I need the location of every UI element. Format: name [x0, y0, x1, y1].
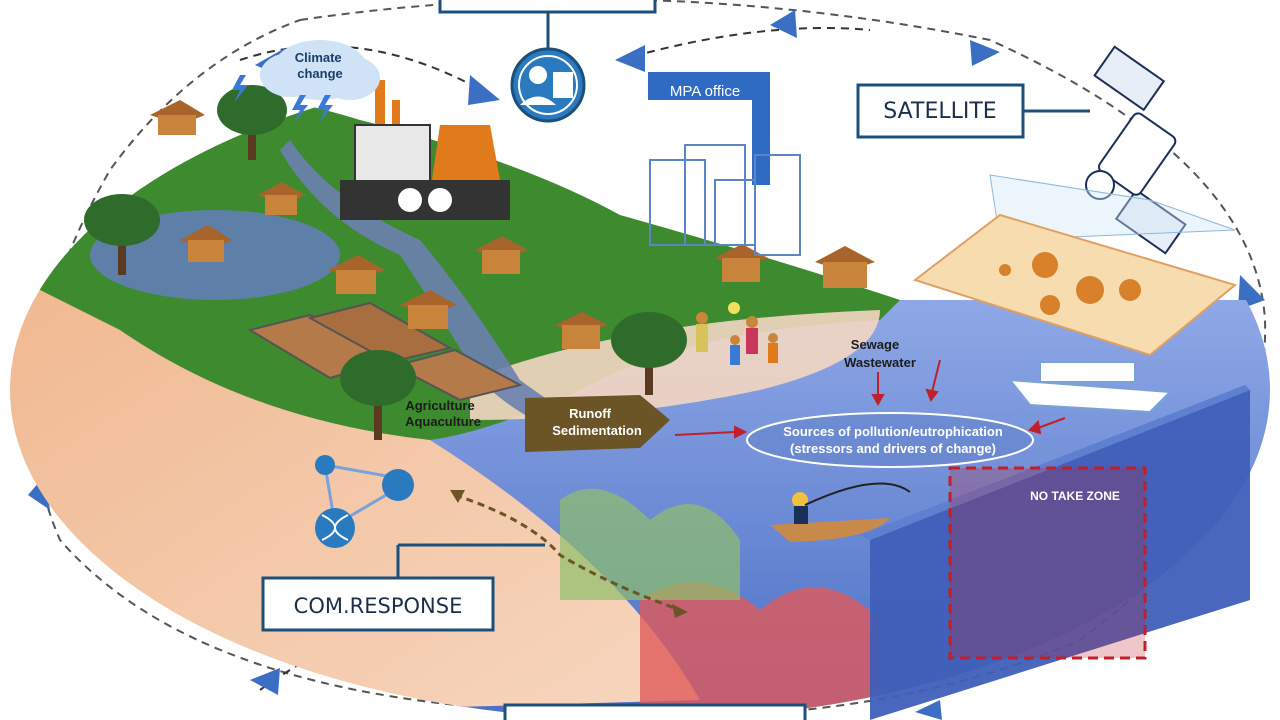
manager-icon [510, 0, 586, 123]
agriculture-label: Agriculture [405, 398, 474, 413]
runoff-label: Runoff [569, 406, 612, 421]
pollution-sources-callout: Sources of pollution/eutrophication (str… [746, 412, 1034, 468]
no-take-zone-label: NO TAKE ZONE [1030, 489, 1120, 503]
pollution-label-line1: Sources of pollution/eutrophication [783, 424, 1003, 439]
cloud-lightning-icon: Climate change [232, 40, 380, 123]
loop-arrow-1 [468, 75, 500, 105]
satellite-label-box: SATELLITE [856, 83, 1090, 139]
coral-reef [560, 488, 880, 720]
satellite-icon [1085, 45, 1187, 255]
runoff-arrow: Runoff Sedimentation [525, 395, 670, 452]
loop-arrow-3 [615, 45, 645, 72]
beach-people [696, 302, 778, 365]
satellite-label: SATELLITE [883, 99, 996, 124]
climate-change-label: Climate change [295, 50, 346, 81]
community-link-arrow [450, 490, 688, 618]
bottom-label-box [503, 703, 807, 720]
sea-block: NO TAKE ZONE [860, 385, 1250, 720]
mpa-office-building: MPA office [648, 72, 801, 256]
fishing-boat [770, 482, 911, 542]
aquaculture-label: Aquaculture [405, 414, 481, 429]
loop-arrow-8 [250, 668, 280, 695]
com-response-box: COM.RESPONSE [261, 543, 545, 632]
no-take-zone [948, 466, 1147, 660]
top-label-box [438, 0, 657, 14]
satellite-map-grid [912, 174, 1238, 357]
com-response-label: COM.RESPONSE [294, 594, 463, 618]
factory-icon [340, 80, 510, 220]
mpa-office-label: MPA office [670, 83, 740, 100]
cruise-ship [1007, 361, 1173, 414]
pollution-arrows [674, 359, 1066, 439]
stilt-houses [150, 100, 875, 349]
sedimentation-label: Sedimentation [552, 423, 642, 438]
sewage-label: Sewage [851, 337, 899, 352]
wastewater-label: Wastewater [844, 355, 916, 370]
loop-arrow-5 [970, 40, 1000, 66]
pollution-label-line2: (stressors and drivers of change) [790, 441, 996, 456]
dna-network-icon [315, 455, 414, 548]
loop-arrow-9 [915, 700, 942, 720]
loop-arrow-4 [770, 10, 797, 38]
trees [84, 85, 687, 440]
